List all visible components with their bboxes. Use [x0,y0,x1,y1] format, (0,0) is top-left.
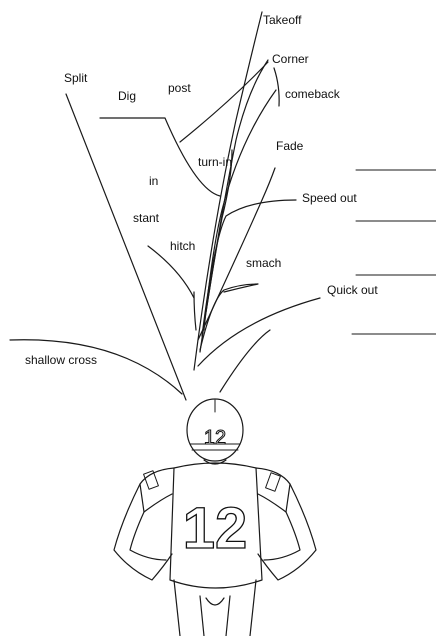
left-forearm [130,512,166,560]
route-stant [148,246,194,298]
route-turn-in [206,150,232,312]
label-shallow-cross: shallow cross [25,353,97,367]
route-corner-branch [180,62,268,142]
label-dig: Dig [118,89,136,103]
label-in: in [149,174,158,188]
label-quick-out: Quick out [327,283,378,297]
player-figure: 12 12 [114,399,316,636]
label-post: post [168,81,191,95]
route-hitch [194,292,196,330]
label-stant: stant [133,211,160,225]
route-corner [200,60,268,352]
jersey: 12 [140,463,290,588]
label-turn-in: turn-in [198,155,232,169]
label-hitch: hitch [170,239,195,253]
left-shoulder-pad [140,468,174,512]
label-takeoff: Takeoff [263,13,302,27]
route-comeback [274,68,279,106]
route-fade [198,168,275,340]
route-quick-out [198,298,320,366]
helmet: 12 [187,399,243,461]
jersey-number: 12 [183,496,248,561]
label-smach: smach [246,256,281,270]
label-speed-out: Speed out [302,191,357,205]
blank-lines [352,170,436,334]
helmet-number: 12 [204,427,226,449]
label-split: Split [64,71,88,85]
label-comeback: comeback [285,87,341,101]
label-fade: Fade [276,139,304,153]
label-corner: Corner [272,52,309,66]
routes [10,12,320,400]
right-forearm [264,512,300,560]
